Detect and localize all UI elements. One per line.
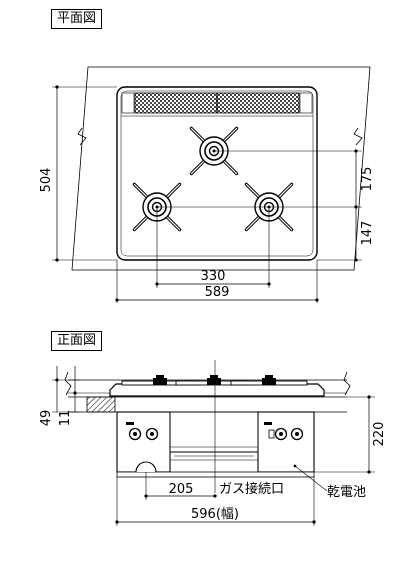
front-burners [121, 375, 308, 386]
cooktop-inner-edge [120, 90, 314, 257]
dim-504: 504 [39, 168, 54, 193]
dim-dot [354, 258, 358, 262]
control-knob-left-1 [128, 427, 142, 441]
dim-dot [213, 494, 217, 498]
burner-top-profile [156, 375, 164, 378]
dim-dot [55, 85, 59, 89]
dim-220: 220 [372, 422, 387, 447]
dim-11: 11 [58, 410, 73, 427]
burner-front-right [244, 182, 294, 232]
break-mark-right [353, 127, 363, 146]
grill-cap-left [121, 92, 135, 114]
break-mark-left [77, 127, 87, 146]
burner-head-profile [207, 378, 221, 385]
dim-205: 205 [169, 482, 194, 497]
control-knob-left-2 [145, 427, 159, 441]
indicator-left [126, 422, 134, 425]
body-center [169, 411, 259, 453]
dim-dot [293, 464, 297, 468]
dim-dot [312, 520, 316, 524]
trivet-arm-inner [245, 216, 260, 231]
dim-dot [354, 205, 358, 209]
dim-dot [73, 391, 77, 395]
dim-dot [354, 149, 358, 153]
break-mark-front-right [343, 371, 351, 396]
dim-175: 175 [360, 167, 375, 192]
trivet-arm-inner [223, 160, 238, 175]
grill-cap-right [299, 92, 313, 114]
break-mark-front-left [64, 371, 72, 396]
burners [132, 126, 294, 232]
dim-dot [55, 378, 59, 382]
gas-connection-port [135, 461, 157, 473]
front-burner-right [230, 375, 308, 386]
dim-dot [367, 395, 371, 399]
dim-dot [315, 298, 319, 302]
trivet-arm-inner [166, 216, 181, 231]
battery-box-switch [268, 429, 275, 439]
dim-dot [155, 282, 159, 286]
burner-head-profile [153, 378, 167, 385]
dim-dot [55, 258, 59, 262]
trivet-arm-inner [166, 183, 181, 198]
dim-dot [367, 470, 371, 474]
trivet-arm-inner [190, 160, 205, 175]
body-base [116, 471, 315, 478]
burner-top-profile [210, 375, 218, 378]
trivet-arm-inner [278, 216, 293, 231]
indicator-right [264, 422, 272, 425]
body-right-unit [257, 411, 315, 473]
trivet-arm-inner [223, 127, 238, 142]
trivet-arm-inner [245, 183, 260, 198]
dim-dot [115, 520, 119, 524]
control-knob-right-1 [274, 427, 288, 441]
dim-596: 596(幅) [191, 507, 239, 522]
top-plate-front [109, 383, 325, 397]
burner-head-profile [262, 378, 276, 385]
trivet-arm-inner [278, 183, 293, 198]
gas-connection-label: ガス接続口 [219, 481, 284, 497]
counter-section-hatch [86, 396, 116, 413]
plan-view-label: 平面図 [51, 9, 103, 29]
dim-330: 330 [201, 269, 226, 284]
dim-147: 147 [360, 221, 375, 246]
battery-leader-line [294, 465, 328, 492]
trivet-arm-inner [133, 183, 148, 198]
front-view-label: 正面図 [51, 331, 103, 351]
plan-view: 504 175 147 330 589 [39, 66, 375, 303]
trivet-arm-inner [133, 216, 148, 231]
dim-dot [144, 494, 148, 498]
front-view: 49 11 220 205 ガス接続口 乾電池 596(幅) [39, 360, 387, 526]
burner-top-profile [265, 375, 273, 378]
dim-dot [115, 298, 119, 302]
dim-dot [267, 282, 271, 286]
trivet-arm-inner [190, 127, 205, 142]
battery-label: 乾電池 [327, 485, 366, 500]
countertop-outline [71, 66, 371, 271]
dim-49: 49 [39, 410, 54, 427]
dim-589: 589 [205, 285, 230, 300]
control-knob-right-2 [290, 427, 304, 441]
